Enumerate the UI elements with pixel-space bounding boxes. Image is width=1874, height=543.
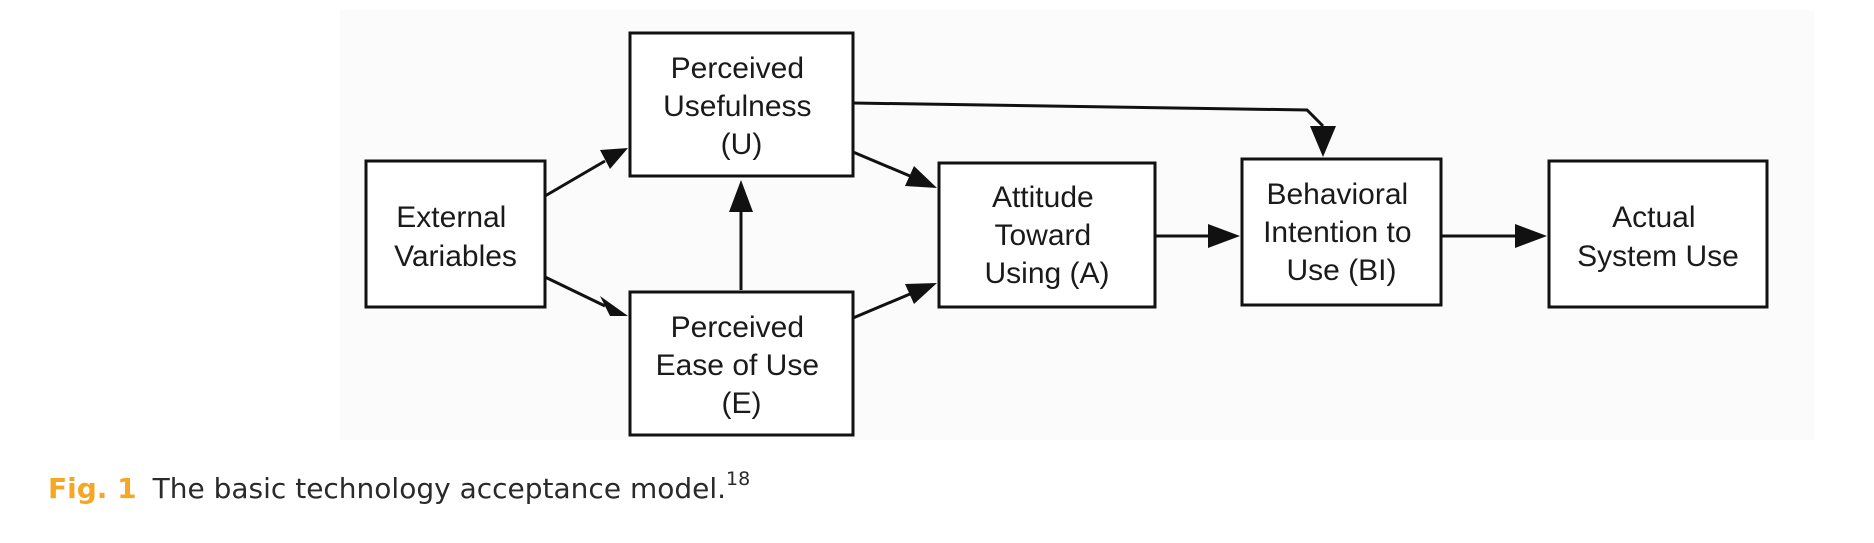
node-box xyxy=(364,159,547,309)
node-label-line: Variables xyxy=(394,240,517,273)
node-label-line: Ease of Use xyxy=(656,349,819,382)
arrowhead-icon xyxy=(729,180,753,212)
node-perceived-ease-of-use: Perceived Ease of Use (E) xyxy=(628,290,855,437)
node-label-line: (U) xyxy=(721,128,763,161)
nodes-layer: External Variables Perceived Usefulness … xyxy=(364,31,1769,437)
node-label-line: System Use xyxy=(1577,240,1739,273)
node-label-line: Actual xyxy=(1612,201,1695,234)
figure-label: Fig. 1 xyxy=(48,472,137,505)
node-label-line: Use (BI) xyxy=(1286,254,1396,287)
citation-reference: 18 xyxy=(726,468,751,490)
node-box xyxy=(1240,157,1443,307)
arrowhead-icon xyxy=(600,148,628,169)
edge-usefulness-to-attitude xyxy=(852,150,911,178)
node-behavioral-intention: Behavioral Intention to Use (BI) xyxy=(1240,157,1443,307)
figure-caption: Fig. 1 The basic technology acceptance mo… xyxy=(48,468,750,505)
tam-diagram: External Variables Perceived Usefulness … xyxy=(364,31,1769,437)
svg-text:Attitude Toward: Attitude Toward Using (A) xyxy=(984,181,1109,290)
node-external-variables: External Variables xyxy=(364,159,547,309)
svg-text:Behavioral Intention t: Behavioral Intention to Use (BI) xyxy=(1263,178,1420,287)
arrowhead-icon xyxy=(905,283,937,304)
node-label-line: (E) xyxy=(722,387,762,420)
edge-external-to-usefulness xyxy=(544,159,606,198)
svg-text:External Variables: External Variables xyxy=(394,201,517,273)
node-label-line: Perceived xyxy=(671,52,804,85)
edges-layer xyxy=(544,101,1547,320)
node-label-line: Intention to xyxy=(1263,216,1411,249)
node-perceived-usefulness: Perceived Usefulness (U) xyxy=(628,31,855,178)
node-actual-system-use: Actual System Use xyxy=(1547,159,1769,309)
node-label-line: Using (A) xyxy=(984,257,1109,290)
edge-ease-to-attitude xyxy=(852,292,911,320)
node-label-line: Toward xyxy=(994,219,1091,252)
node-box xyxy=(628,31,855,178)
node-label-line: Attitude xyxy=(992,181,1094,214)
node-box xyxy=(937,161,1157,309)
node-box xyxy=(1547,159,1769,309)
arrowhead-icon xyxy=(905,166,937,188)
arrowhead-icon xyxy=(1208,224,1240,248)
svg-text:Perceived Usefulness: Perceived Usefulness (U) xyxy=(663,52,820,161)
arrowhead-icon xyxy=(1310,126,1336,157)
node-label-line: External xyxy=(396,201,506,234)
node-box xyxy=(628,290,855,437)
arrowhead-icon xyxy=(600,296,628,316)
node-attitude-toward-using: Attitude Toward Using (A) xyxy=(937,161,1157,309)
edge-usefulness-to-intention xyxy=(852,101,1325,128)
node-label-line: Perceived xyxy=(671,311,804,344)
svg-text:Actual System Use: Actual System Use xyxy=(1577,201,1739,273)
svg-text:Perceived Ease of Use: Perceived Ease of Use (E) xyxy=(656,311,828,420)
edge-external-to-ease xyxy=(544,275,606,308)
node-label-line: Usefulness xyxy=(663,90,811,123)
node-label-line: Behavioral xyxy=(1266,178,1408,211)
arrowhead-icon xyxy=(1515,224,1547,248)
caption-text: The basic technology acceptance model. xyxy=(152,472,727,505)
